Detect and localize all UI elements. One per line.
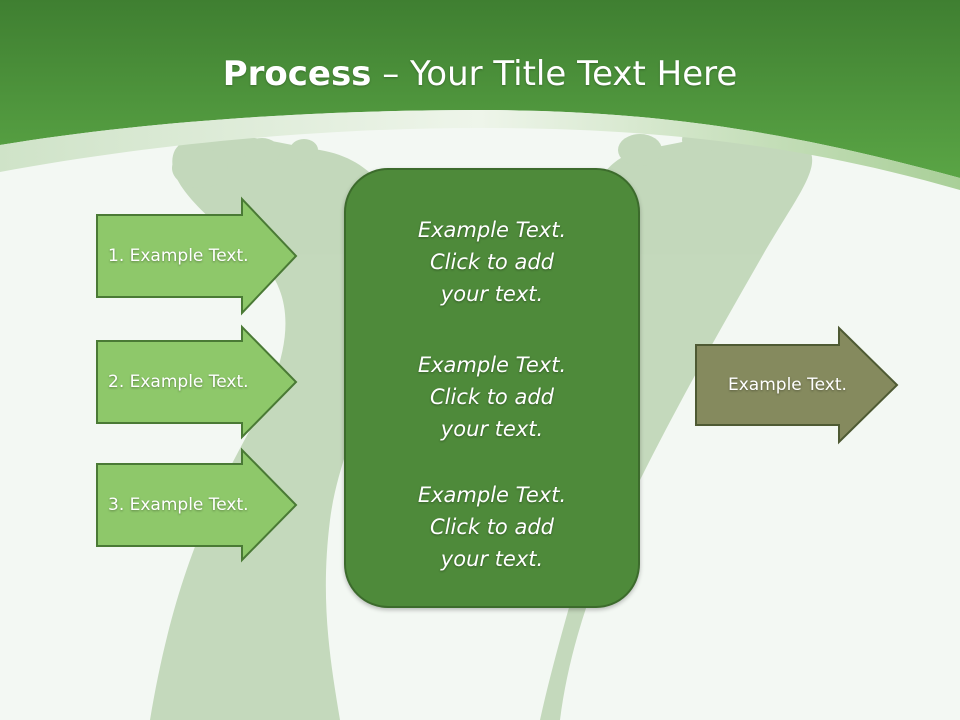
header-swoosh <box>0 110 960 190</box>
center-text-block-3[interactable]: Example Text. Click to add your text. <box>346 479 638 575</box>
arrow-shape <box>96 196 298 316</box>
arrow-shape <box>695 325 899 445</box>
arrow-shape <box>96 447 298 563</box>
header-band <box>0 0 960 178</box>
center-text-line: your text. <box>440 282 544 306</box>
center-text-line: Click to add <box>429 250 554 274</box>
input-arrow-2[interactable]: 2. Example Text. <box>96 324 298 440</box>
title-rest: – Your Title Text Here <box>371 54 738 94</box>
center-text-line: your text. <box>440 417 544 441</box>
center-text-line: Example Text. <box>417 353 567 377</box>
input-arrow-3[interactable]: 3. Example Text. <box>96 447 298 563</box>
slide-title[interactable]: Process – Your Title Text Here <box>0 52 960 96</box>
center-text-line: Click to add <box>429 515 554 539</box>
output-arrow-label: Example Text. <box>728 375 847 395</box>
center-text-line: Example Text. <box>417 218 567 242</box>
center-text-block-2[interactable]: Example Text. Click to add your text. <box>346 349 638 445</box>
output-arrow[interactable]: Example Text. <box>695 325 899 445</box>
input-arrow-label: 2. Example Text. <box>108 372 249 392</box>
title-bold: Process <box>222 54 372 94</box>
center-process-box[interactable]: Example Text. Click to add your text. Ex… <box>344 168 640 608</box>
input-arrow-label: 3. Example Text. <box>108 495 249 515</box>
center-text-line: Example Text. <box>417 483 567 507</box>
center-text-line: your text. <box>440 547 544 571</box>
arrow-shape <box>96 324 298 440</box>
input-arrow-label: 1. Example Text. <box>108 246 249 266</box>
center-text-line: Click to add <box>429 385 554 409</box>
center-text-block-1[interactable]: Example Text. Click to add your text. <box>346 214 638 310</box>
input-arrow-1[interactable]: 1. Example Text. <box>96 196 298 316</box>
